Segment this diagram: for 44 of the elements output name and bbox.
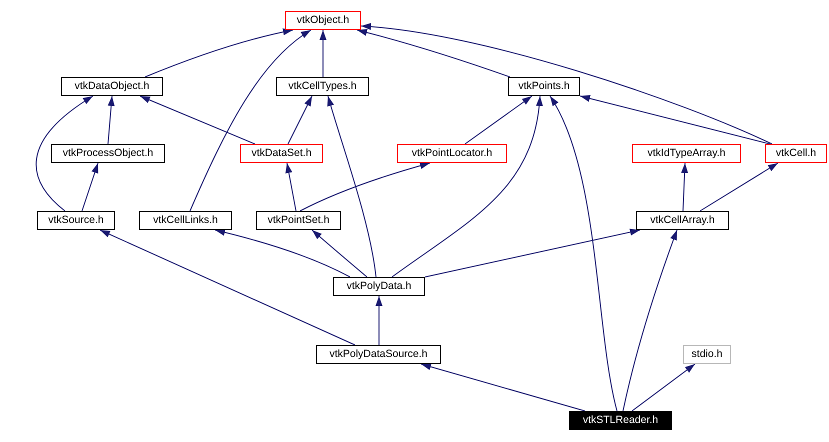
include-arrow — [681, 162, 688, 212]
include-arrow — [82, 162, 98, 212]
include-arrow — [300, 162, 430, 212]
header-file-box: vtkSource.h — [37, 211, 115, 230]
header-file-box: vtkObject.h — [285, 11, 361, 30]
header-file-box: vtkPolyData.h — [333, 277, 425, 296]
header-file-box: vtkCell.h — [765, 144, 827, 163]
include-arrow — [36, 96, 94, 212]
header-file-box: vtkCellTypes.h — [276, 77, 369, 96]
header-file-box: vtkDataSet.h — [240, 144, 323, 163]
include-arrow — [140, 96, 256, 144]
include-arrow — [424, 228, 640, 278]
include-arrow — [632, 364, 696, 412]
include-arrow — [622, 230, 678, 412]
include-arrow — [550, 96, 618, 412]
header-file-box: vtkPolyDataSource.h — [316, 345, 441, 364]
include-arrow — [214, 228, 350, 278]
header-file-box: vtkCellArray.h — [636, 211, 729, 230]
header-file-box: vtkDataObject.h — [61, 77, 163, 96]
include-arrow — [144, 28, 294, 78]
header-file-box: stdio.h — [683, 345, 731, 364]
include-arrow — [360, 23, 772, 144]
header-file-box: vtkPoints.h — [508, 77, 580, 96]
include-arrow — [312, 230, 368, 278]
include-arrow — [580, 95, 770, 144]
header-file-box: vtkPointSet.h — [256, 211, 341, 230]
header-file-box: vtkSTLReader.h — [569, 411, 672, 430]
include-arrow — [420, 363, 586, 412]
include-arrow — [356, 29, 510, 78]
include-arrow — [100, 230, 356, 346]
include-arrow — [327, 96, 376, 278]
include-arrow — [700, 162, 778, 212]
header-file-box: vtkCellLinks.h — [139, 211, 232, 230]
include-arrow — [108, 96, 115, 144]
header-file-box: vtkIdTypeArray.h — [632, 144, 741, 163]
include-arrow — [190, 30, 312, 212]
header-file-box: vtkProcessObject.h — [51, 144, 165, 163]
include-arrow — [288, 96, 312, 144]
include-arrow — [285, 162, 296, 212]
include-arrow — [320, 30, 326, 78]
include-arrow — [464, 96, 532, 144]
header-file-box: vtkPointLocator.h — [397, 144, 507, 163]
include-arrow — [376, 296, 382, 346]
include-arrow — [392, 96, 542, 278]
